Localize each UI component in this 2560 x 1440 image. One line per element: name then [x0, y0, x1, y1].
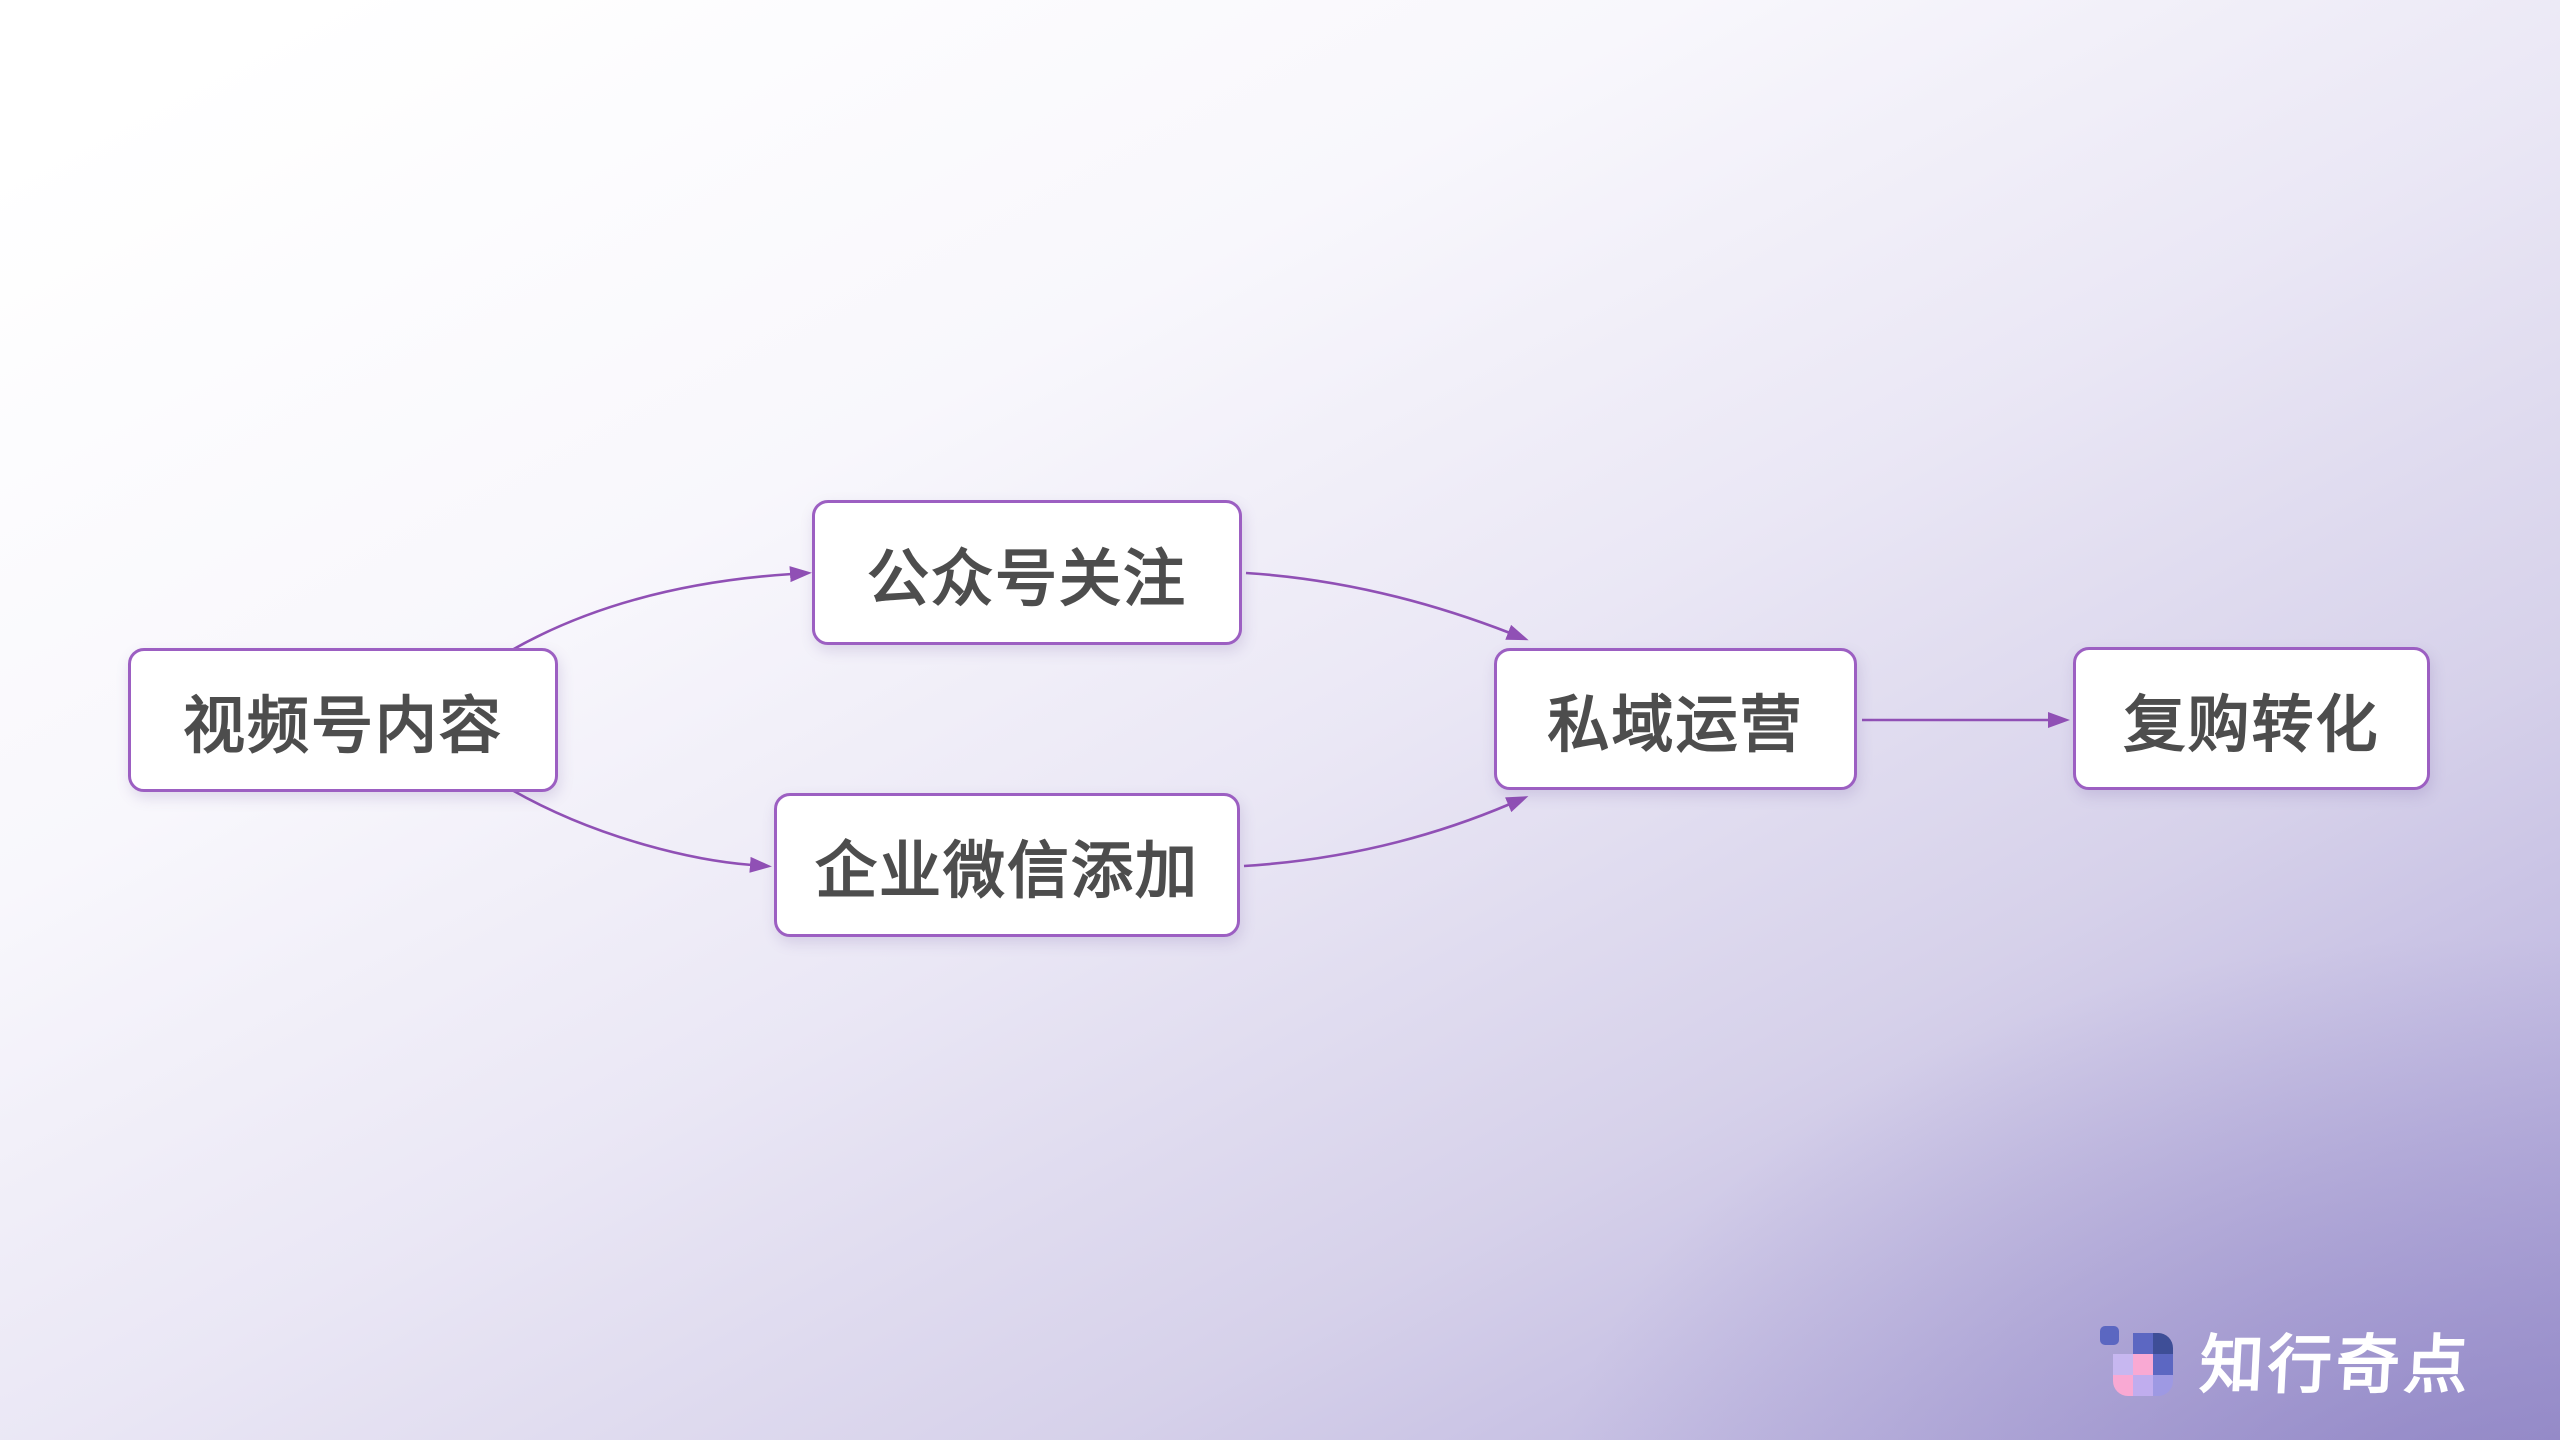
node-video-content-label: 视频号内容	[182, 692, 503, 761]
logo-pixel-cell	[2133, 1333, 2153, 1354]
node-private-ops-label: 私域运营	[1547, 691, 1804, 760]
node-wecom-add-label: 企业微信添加	[814, 837, 1199, 906]
logo-pixel-cell	[2153, 1354, 2173, 1375]
node-official-follow[interactable]: 公众号关注	[812, 500, 1242, 645]
node-wecom-add[interactable]: 企业微信添加	[774, 793, 1240, 937]
brand-logo-icon	[2100, 1323, 2176, 1397]
edge-video-to-wecom	[511, 788, 772, 873]
logo-pixel-cell	[2133, 1375, 2153, 1396]
edge-wecom-to-private	[1243, 796, 1529, 868]
node-repurchase-label: 复购转化	[2123, 690, 2380, 760]
brand-logo-text: 知行奇点	[2197, 1329, 2474, 1401]
logo-pixel-cell	[2133, 1354, 2153, 1375]
logo-pixel-cell	[2153, 1375, 2173, 1396]
node-video-content[interactable]: 视频号内容	[128, 648, 558, 792]
logo-pixel-cell	[2113, 1354, 2133, 1375]
brand-logo: 知行奇点	[2100, 1314, 2474, 1406]
node-repurchase[interactable]: 复购转化	[2073, 647, 2430, 790]
logo-pixel-cell	[2113, 1375, 2133, 1396]
node-official-follow-label: 公众号关注	[866, 544, 1187, 614]
logo-pixel-grid	[2113, 1333, 2173, 1396]
edge-official-to-private	[1245, 571, 1529, 641]
node-private-ops[interactable]: 私域运营	[1494, 648, 1857, 790]
logo-chip-square	[2100, 1326, 2119, 1345]
edge-video-to-official	[511, 566, 812, 652]
logo-pixel-cell	[2153, 1333, 2173, 1354]
